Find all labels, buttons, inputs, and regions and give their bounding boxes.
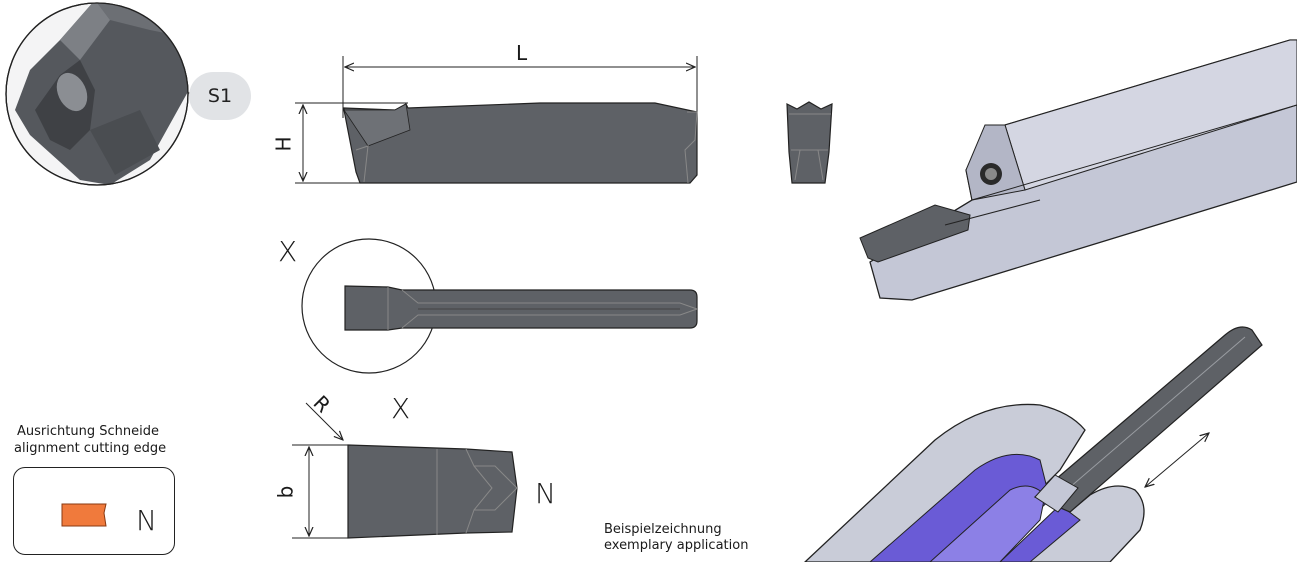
alignment-caption-en: alignment cutting edge	[14, 441, 167, 456]
alignment-box: N	[13, 467, 175, 555]
insert-side-view	[295, 56, 698, 184]
view-label-x: X	[278, 235, 298, 268]
dimension-label-height: H	[271, 136, 296, 152]
application-drawing	[804, 326, 1263, 562]
insert-top-view	[301, 238, 698, 374]
insert-end-view	[786, 101, 833, 184]
application-caption-de: Beispielzeichnung	[604, 522, 722, 537]
orientation-label-n: N	[535, 477, 556, 510]
alignment-marker	[61, 503, 107, 527]
detail-badge-s1: S1	[189, 72, 251, 120]
dimension-label-width: b	[273, 485, 298, 499]
alignment-caption-de: Ausrichtung Schneide	[17, 424, 159, 439]
detail-circle-s1	[5, 2, 195, 186]
alignment-label-n: N	[136, 504, 157, 537]
detail-label-x: X	[391, 392, 411, 425]
application-caption-en: exemplary application	[604, 538, 749, 553]
insert-detail-x	[292, 402, 518, 539]
tool-holder	[859, 39, 1297, 301]
dimension-label-length: L	[516, 41, 528, 65]
